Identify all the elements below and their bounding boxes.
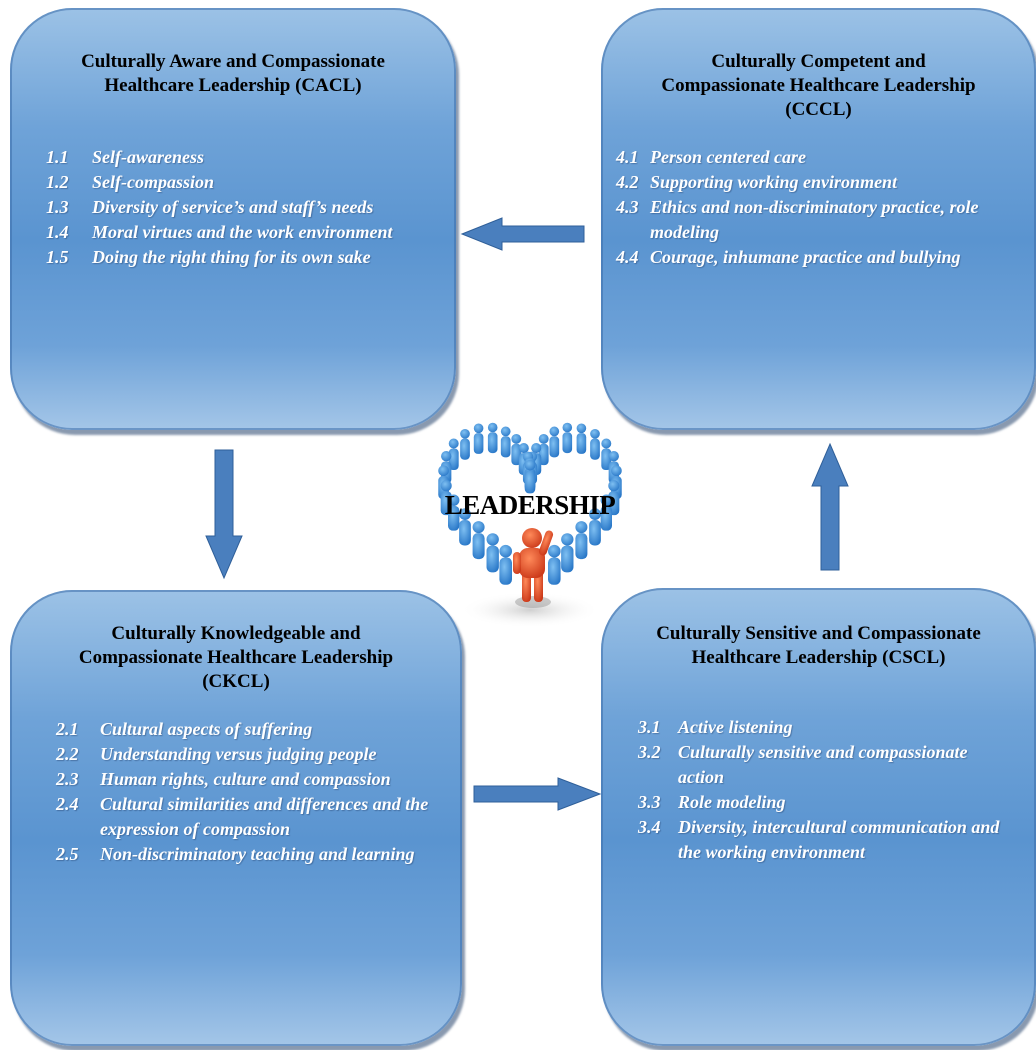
person-figure	[590, 428, 600, 460]
cscl-list: 3.1 Active listening 3.2 Culturally sensit…	[638, 715, 1016, 865]
list-item: 1.1 Self-awareness	[46, 145, 434, 170]
person-figure	[600, 494, 612, 531]
list-item: 2.4 Cultural similarities and differences…	[56, 792, 440, 842]
list-item: 4.3 Ethics and non-discriminatory practic…	[616, 195, 1016, 245]
person-figure	[473, 423, 484, 454]
list-item: 3.1 Active listening	[638, 715, 1016, 740]
arrow-up-icon	[811, 442, 849, 571]
cccl-box: Culturally Competent and Compassionate H…	[601, 8, 1036, 430]
item-text: Courage, inhumane practice and bullying	[650, 247, 961, 267]
item-text: Supporting working environment	[650, 172, 898, 192]
item-number: 2.4	[56, 794, 79, 814]
person-figure	[562, 422, 573, 454]
cccl-list: 4.1 Person centered care 4.2 Supporting wo…	[616, 145, 1016, 270]
list-item: 2.1 Cultural aspects of suffering	[56, 717, 440, 742]
item-text: Self-compassion	[92, 172, 215, 192]
person-figure	[460, 428, 470, 460]
person-figure	[538, 433, 549, 466]
ckcl-list: 2.1 Cultural aspects of suffering 2.2 Unde…	[56, 717, 440, 867]
item-number: 1.3	[46, 197, 69, 217]
person-figure	[472, 521, 485, 560]
item-number: 3.4	[638, 817, 661, 837]
list-item: 3.2 Culturally sensitive and compassionat…	[638, 740, 1016, 790]
list-item: 4.2 Supporting working environment	[616, 170, 1016, 195]
list-item: 4.1 Person centered care	[616, 145, 1016, 170]
item-number: 4.4	[616, 247, 639, 267]
cacl-box: Culturally Aware and Compassionate Healt…	[10, 8, 456, 430]
item-text: Diversity of service’s and staff’s needs	[92, 197, 374, 217]
item-text: Cultural aspects of suffering	[100, 719, 313, 739]
item-text: Understanding versus judging people	[100, 744, 377, 764]
item-number: 1.4	[46, 222, 69, 242]
item-number: 3.1	[638, 717, 661, 737]
item-number: 2.5	[56, 844, 79, 864]
list-item: 4.4 Courage, inhumane practice and bullyi…	[616, 245, 1016, 270]
leadership-label: LEADERSHIP	[444, 490, 616, 520]
person-figure	[524, 459, 536, 494]
item-number: 3.3	[638, 792, 661, 812]
item-text: Self-awareness	[92, 147, 204, 167]
item-number: 1.2	[46, 172, 69, 192]
item-number: 2.1	[56, 719, 79, 739]
item-text: Active listening	[678, 717, 793, 737]
person-figure	[511, 433, 522, 466]
cccl-title: Culturally Competent and Compassionate H…	[661, 51, 976, 120]
list-item: 1.2 Self-compassion	[46, 170, 434, 195]
person-figure	[561, 533, 574, 573]
list-item: 3.3 Role modeling	[638, 790, 1016, 815]
person-figure	[589, 508, 601, 546]
person-figure	[487, 422, 498, 454]
person-figure	[459, 508, 471, 546]
person-figure	[448, 494, 460, 531]
item-number: 1.5	[46, 247, 69, 267]
person-figure	[575, 521, 588, 560]
heart-of-people-icon	[438, 422, 622, 628]
item-text: Role modeling	[678, 792, 786, 812]
item-text: Ethics and non-discriminatory practice, …	[650, 197, 979, 242]
list-item: 2.5 Non-discriminatory teaching and learn…	[56, 842, 440, 867]
arrow-down-icon	[205, 449, 243, 580]
list-item: 1.3 Diversity of service’s and staff’s ne…	[46, 195, 434, 220]
cacl-title: Culturally Aware and Compassionate Healt…	[81, 51, 385, 96]
item-text: Person centered care	[650, 147, 806, 167]
item-number: 4.1	[616, 147, 639, 167]
arrow-left-icon	[460, 217, 585, 251]
ckcl-box: Culturally Knowledgeable and Compassiona…	[10, 590, 462, 1046]
ckcl-title: Culturally Knowledgeable and Compassiona…	[78, 623, 394, 692]
item-text: Moral virtues and the work environment	[92, 222, 393, 242]
person-figure	[486, 533, 499, 573]
item-number: 2.3	[56, 769, 79, 789]
arrow-right-icon	[473, 777, 602, 811]
item-text: Diversity, intercultural communication a…	[678, 817, 1000, 862]
person-figure	[548, 544, 561, 585]
item-number: 4.3	[616, 197, 639, 217]
cacl-list: 1.1 Self-awareness 1.2 Self-compassion 1.3…	[46, 145, 434, 270]
list-item: 1.4 Moral virtues and the work environmen…	[46, 220, 434, 245]
item-number: 4.2	[616, 172, 639, 192]
cscl-title: Culturally Sensitive and Compassionate H…	[656, 623, 981, 668]
item-number: 2.2	[56, 744, 79, 764]
list-item: 2.2 Understanding versus judging people	[56, 742, 440, 767]
person-figure	[576, 423, 587, 454]
person-figure	[499, 544, 512, 585]
person-figure	[500, 426, 511, 458]
list-item: 3.4 Diversity, intercultural communicatio…	[638, 815, 1016, 865]
item-text: Cultural similarities and differences an…	[100, 794, 429, 839]
item-number: 1.1	[46, 147, 69, 167]
item-text: Non-discriminatory teaching and learning	[100, 844, 415, 864]
person-figure	[549, 426, 560, 458]
item-text: Culturally sensitive and compassionate a…	[678, 742, 968, 787]
cscl-box: Culturally Sensitive and Compassionate H…	[601, 588, 1036, 1046]
item-text: Human rights, culture and compassion	[100, 769, 391, 789]
list-item: 2.3 Human rights, culture and compassion	[56, 767, 440, 792]
item-text: Doing the right thing for its own sake	[92, 247, 371, 267]
list-item: 1.5 Doing the right thing for its own sak…	[46, 245, 434, 270]
item-number: 3.2	[638, 742, 661, 762]
